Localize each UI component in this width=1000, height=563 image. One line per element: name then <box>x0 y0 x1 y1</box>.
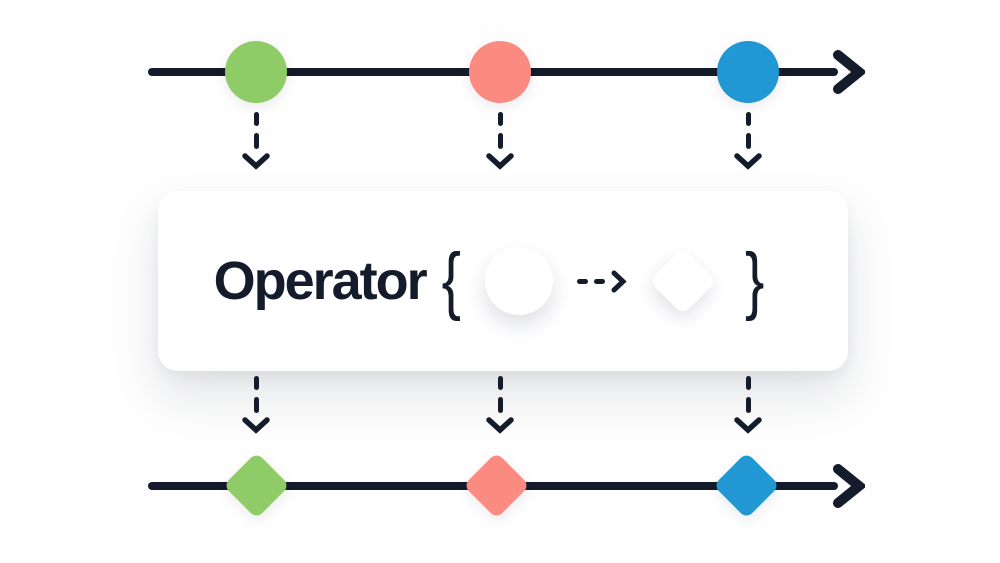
chevron-down-icon <box>486 417 514 434</box>
dash <box>745 112 751 126</box>
dashed-down-arrow-icon <box>485 376 515 436</box>
dash <box>745 397 751 413</box>
operator-label: Operator <box>213 251 428 311</box>
source-marble-circle-blue <box>717 41 779 103</box>
dash <box>497 112 503 126</box>
dash <box>745 133 751 149</box>
dashed-down-arrow-icon <box>241 376 271 436</box>
dashed-down-arrow-icon <box>241 112 271 172</box>
dashed-down-arrow-icon <box>485 112 515 172</box>
chevron-down-icon <box>242 417 270 434</box>
output-marble-diamond-blue <box>713 452 780 519</box>
chevron-down-icon <box>486 153 514 170</box>
dash <box>577 278 589 284</box>
map-dashed-arrow-right-icon <box>577 270 627 293</box>
operator-card-content: Operator { } <box>213 243 765 318</box>
dashed-down-arrow-icon <box>733 112 763 172</box>
output-marble-diamond-wrap <box>649 247 717 315</box>
close-brace: } <box>745 238 765 323</box>
dash <box>253 112 259 126</box>
dash <box>497 376 503 390</box>
input-marble-circle-icon <box>485 247 554 315</box>
output-marble-diamond-salmon <box>463 452 530 519</box>
output-timeline-arrowhead-icon <box>833 464 865 508</box>
dash <box>745 376 751 390</box>
source-marble-circle-salmon <box>469 41 531 103</box>
output-marble-diamond-icon <box>649 247 717 315</box>
chevron-down-icon <box>734 153 762 170</box>
operator-card: Operator { } <box>158 191 848 371</box>
source-marble-circle-green <box>225 41 287 103</box>
dash <box>497 133 503 149</box>
chevron-down-icon <box>734 417 762 434</box>
dashed-down-arrow-icon <box>733 376 763 436</box>
dash <box>594 278 606 284</box>
chevron-right-icon <box>611 270 627 292</box>
chevron-down-icon <box>242 153 270 170</box>
open-brace: { <box>441 238 462 323</box>
output-marble-diamond-green <box>223 452 290 519</box>
dash <box>253 397 259 413</box>
dash <box>253 376 259 390</box>
source-timeline-arrowhead-icon <box>833 50 865 94</box>
dash <box>253 133 259 149</box>
dash <box>497 397 503 413</box>
